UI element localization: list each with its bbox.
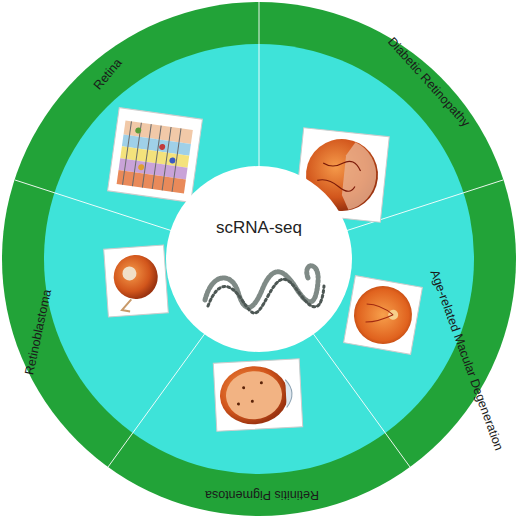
sector-title: Retinitis Pigmentosa: [205, 488, 319, 501]
hub-title: scRNA-seq: [166, 166, 352, 238]
dna-strand: [205, 266, 324, 313]
hub-circle: scRNA-seq: [166, 166, 352, 352]
fundus-illustration: [344, 276, 423, 355]
eye-illustration: [104, 245, 169, 317]
eye-section-illustration: [213, 359, 302, 431]
sector-dividers: [15, 2, 503, 467]
sector-label: Retinitis Pigmentosa: [205, 488, 319, 501]
retina-illustration: [108, 108, 203, 203]
